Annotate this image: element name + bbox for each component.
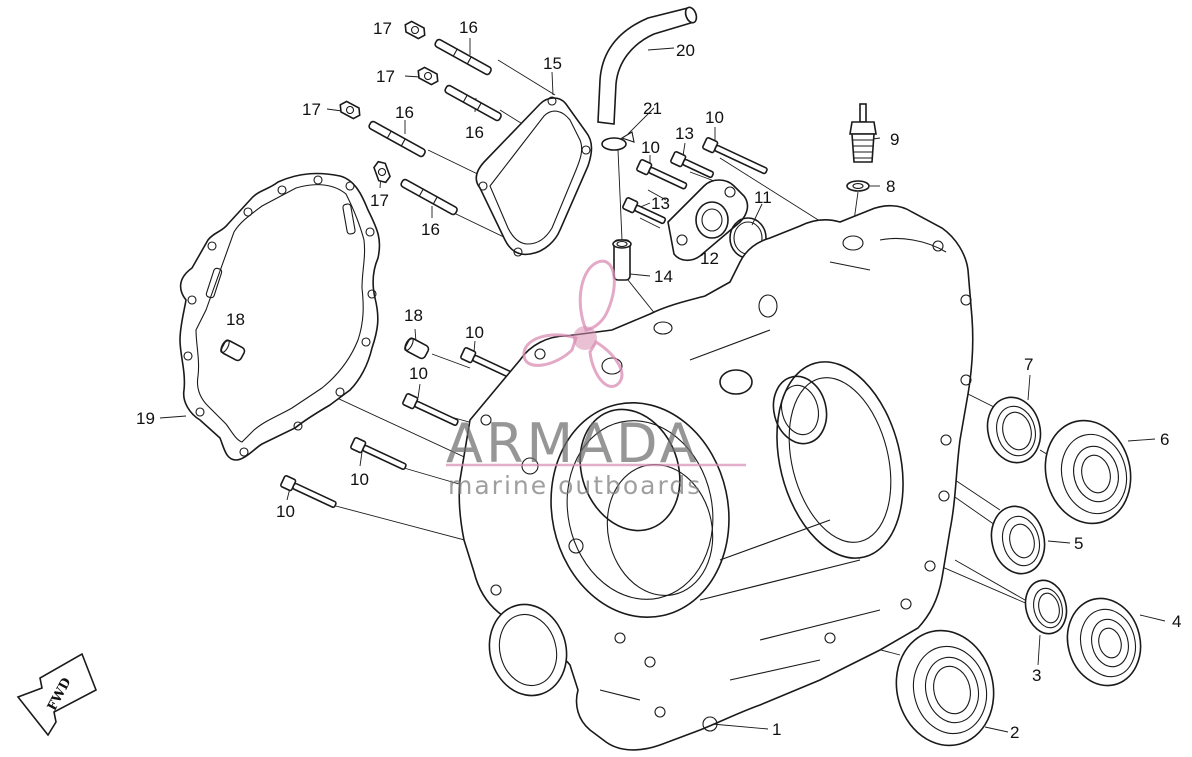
temperature-sensor — [846, 103, 877, 192]
propeller-logo-icon — [522, 259, 624, 388]
callout-8: 8 — [886, 177, 895, 196]
callout-4: 4 — [1172, 612, 1181, 631]
callout-14: 14 — [654, 267, 673, 286]
bolts-small — [280, 137, 768, 508]
oil-seal-3 — [1024, 579, 1068, 635]
bearing-4 — [1066, 597, 1142, 687]
callout-10-plate-bolt: 10 — [641, 138, 660, 157]
bearing-6 — [1044, 419, 1132, 525]
callout-12: 12 — [700, 249, 719, 268]
callout-11: 11 — [754, 188, 772, 207]
callout-20: 20 — [676, 41, 695, 60]
oil-seal-7 — [986, 396, 1042, 464]
callout-7: 7 — [1024, 355, 1033, 374]
callout-16-top: 16 — [459, 18, 478, 37]
callout-10-case-bolt-a: 10 — [465, 323, 484, 342]
callout-10-case-bolt-b: 10 — [409, 364, 428, 383]
callout-3: 3 — [1032, 666, 1041, 685]
callout-15: 15 — [543, 54, 562, 73]
callout-16-bottom: 16 — [421, 220, 440, 239]
callout-17-top: 17 — [373, 19, 392, 38]
callout-1: 1 — [772, 720, 781, 739]
callout-13-top: 13 — [675, 124, 694, 143]
callout-17-bottom: 17 — [370, 191, 389, 210]
callout-16-left: 16 — [395, 103, 414, 122]
forward-arrow-icon: FWD — [16, 652, 98, 737]
watermark: ARMADA marine outboards — [446, 259, 746, 500]
callout-10-cover-bolt: 10 — [705, 108, 724, 127]
callout-5: 5 — [1074, 534, 1083, 553]
bearing-5 — [990, 505, 1046, 575]
callout-18-right: 18 — [404, 306, 423, 325]
callout-21: 21 — [643, 99, 662, 118]
callout-17-middle: 17 — [376, 67, 395, 86]
callout-13-left: 13 — [651, 194, 670, 213]
dowel-pins — [220, 337, 430, 362]
gasket-large — [179, 172, 381, 461]
watermark-tagline: marine outboards — [448, 471, 702, 500]
callout-10-case-bolt-c: 10 — [350, 470, 369, 489]
breather-pipe — [597, 6, 698, 281]
callout-9: 9 — [890, 130, 899, 149]
studs-and-nuts — [339, 20, 502, 216]
gasket-cover — [475, 96, 593, 257]
bearing-2 — [895, 629, 995, 747]
callout-10-case-bolt-d: 10 — [276, 502, 295, 521]
callout-19: 19 — [136, 409, 155, 428]
callout-6: 6 — [1160, 430, 1169, 449]
callout-17-left: 17 — [302, 100, 321, 119]
callout-18-left: 18 — [226, 310, 245, 329]
callout-2: 2 — [1010, 723, 1019, 742]
callout-16-middle: 16 — [465, 123, 484, 142]
bearing-cover-plate — [667, 179, 767, 262]
callout-labels: 1 2 3 4 5 6 7 8 9 10 10 10 10 10 10 10 1… — [136, 18, 1181, 742]
